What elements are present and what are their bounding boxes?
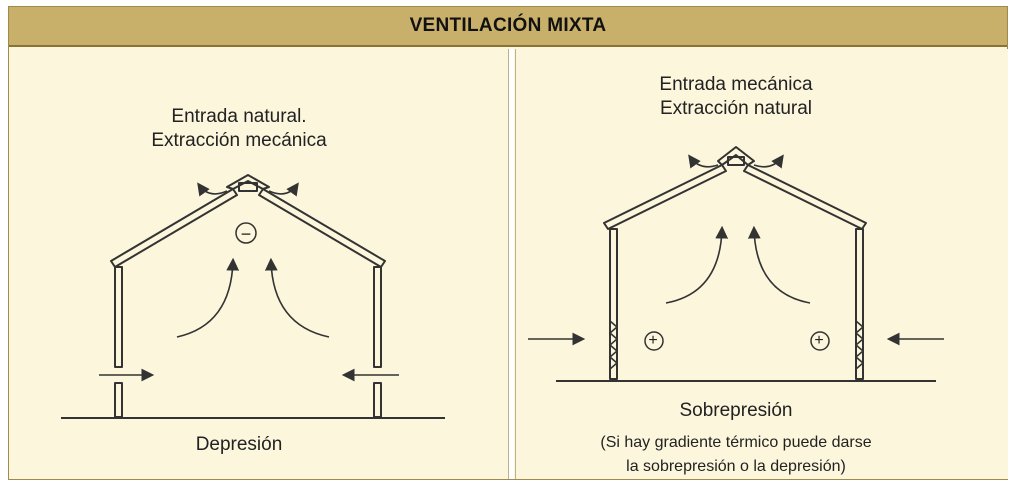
left-bottom-label: Depresión — [195, 434, 283, 455]
airflow-arrow-left — [176, 257, 240, 338]
roof-left — [603, 164, 727, 230]
left-title-line1: Entrada natural. — [171, 106, 307, 127]
page-title: VENTILACIÓN MIXTA — [409, 15, 607, 36]
overpressure-symbol-label-right: + — [814, 332, 824, 349]
right-title-line2: Extracción natural — [659, 98, 813, 119]
wall-left — [609, 228, 618, 380]
louver-left — [608, 320, 619, 370]
panel-divider — [509, 49, 514, 479]
overpressure-symbol-right — [810, 331, 830, 351]
depression-symbol-label: − — [240, 224, 252, 244]
exhaust-arrow-right — [268, 182, 299, 197]
right-building-diagram — [528, 146, 944, 382]
left-title-line2: Extracción mecánica — [151, 130, 327, 151]
left-building-diagram — [61, 174, 445, 419]
airflow-arrow-right — [747, 225, 811, 304]
overpressure-symbol-left — [644, 331, 664, 351]
diagram-frame: VENTILACIÓN MIXTA Entrada natural. Extra… — [8, 6, 1008, 480]
overpressure-symbol-label-left: + — [648, 332, 658, 349]
wall-left-lower — [114, 382, 123, 418]
airflow-arrow-left — [665, 225, 729, 304]
wall-left-upper — [114, 266, 123, 368]
ridge-vent — [717, 146, 755, 166]
exhaust-arrow-left — [688, 154, 719, 169]
airflow-arrow-right — [264, 257, 330, 338]
roof-right — [258, 188, 386, 268]
wall-right-lower — [373, 382, 382, 418]
wall-right — [855, 228, 864, 380]
depression-symbol — [235, 222, 257, 244]
exhaust-arrow-left — [197, 182, 228, 197]
left-panel: Entrada natural. Extracción mecánica — [9, 49, 509, 479]
roof-right — [743, 164, 867, 230]
roof-left — [110, 188, 238, 268]
wall-right-upper — [373, 266, 382, 368]
right-note-line1: (Si hay gradiente térmico puede darse — [600, 434, 872, 451]
header-bar: VENTILACIÓN MIXTA — [9, 7, 1007, 47]
louver-right — [854, 320, 865, 370]
right-bottom-label: Sobrepresión — [679, 400, 793, 421]
right-panel: Entrada mecánica Extracción natural — [515, 49, 1008, 479]
ridge-vent — [226, 174, 270, 190]
right-note-line2: la sobrepresión o la depresión) — [626, 458, 846, 475]
exhaust-arrow-right — [753, 154, 784, 169]
right-title-line1: Entrada mecánica — [659, 74, 813, 95]
